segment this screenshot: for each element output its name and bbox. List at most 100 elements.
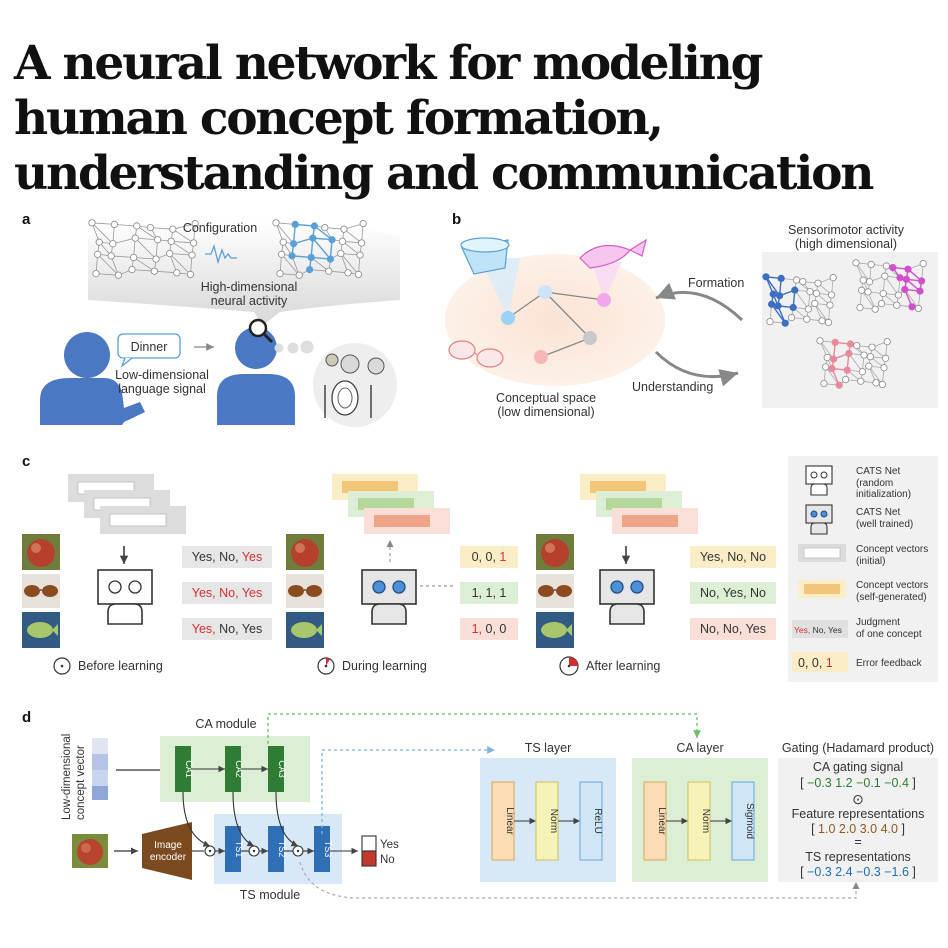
layer-block-label: Norm (700, 809, 711, 833)
panel-c-legend: CATS Net (random initialization) CATS Ne… (788, 456, 938, 682)
image-encoder-label-1: Image (154, 840, 182, 851)
concept-graph (480, 258, 622, 364)
judgment-box (182, 546, 272, 568)
ca-gating-values: [ −0.3 1.2 −0.1 −0.4 ] (800, 776, 916, 790)
speech-text: Dinner (131, 340, 168, 354)
legend-judgment-sample-2: No, Yes (813, 625, 842, 635)
panel-a-label: a (22, 211, 31, 228)
legend-cats-random-3: initialization) (856, 489, 911, 500)
glasses-icon (448, 340, 504, 368)
judgment-box (690, 546, 776, 568)
layer-block (579, 781, 603, 861)
brain-network-blue-icon (762, 273, 837, 327)
module-block-label: CA1 (184, 760, 194, 778)
ca-gating-label: CA gating signal (813, 760, 903, 774)
neural-network-blue-icon (272, 219, 367, 279)
legend-judgment-2: of one concept (856, 629, 922, 640)
output-yes: Yes (380, 839, 399, 851)
image-encoder-block (142, 822, 192, 880)
legend-vectors-initial-1: Concept vectors (856, 544, 928, 555)
neural-network-gray-icon (88, 219, 199, 279)
judgment-text: 1, 1, 1 (472, 586, 507, 600)
clock-before-icon (53, 657, 71, 675)
input-images-after (536, 534, 574, 648)
concept-vector-label-1: Low-dimensional (61, 734, 73, 820)
feature-repr-label: Feature representations (792, 807, 925, 821)
judgment-text: 0, 0, 1 (472, 550, 507, 564)
brain-network-pink-icon (816, 337, 891, 389)
sensorimotor-box (762, 252, 938, 408)
panel-a: a Configuration High-dimensional neural … (22, 211, 400, 427)
language-label-1: Low-dimensional (115, 368, 209, 382)
magnifier-icon (248, 318, 274, 344)
hadamard-symbol: ⊙ (852, 791, 864, 807)
ts-module-label: TS module (240, 888, 300, 902)
conceptual-space-label-1: Conceptual space (496, 391, 596, 405)
layer-block-label: Linear (656, 807, 667, 835)
formation-arrow (655, 282, 744, 322)
layer-block-label: Norm (548, 809, 559, 833)
layer-block-label: Linear (504, 807, 515, 835)
output-no: No (380, 854, 395, 866)
legend-error-sample-2: 1 (826, 656, 833, 670)
judgment-text: No, No, Yes (700, 622, 766, 636)
ca-module-label: CA module (195, 717, 256, 731)
module-block-label: TS2 (277, 841, 287, 858)
ts-repr-values: [ −0.3 2.4 −0.3 −1.6 ] (800, 865, 916, 879)
judgment-box (182, 618, 272, 640)
after-learning-caption: After learning (586, 659, 660, 673)
legend-cats-random-1: CATS Net (856, 466, 900, 477)
judgment-text: Yes, No, No (700, 550, 766, 564)
ts-layer-label: TS layer (525, 741, 572, 755)
output-yes-no (361, 835, 377, 867)
layer-blocks: Linear Norm ReLU Linear Norm Sigmoid (491, 781, 755, 861)
brain-network-magenta-icon (852, 259, 927, 313)
ts-repr-label: TS representations (805, 850, 911, 864)
judgment-text: No, Yes, No (700, 586, 766, 600)
language-label-2: language signal (118, 382, 206, 396)
legend-judgment-1: Judgment (856, 617, 900, 628)
concept-vectors-during (332, 474, 450, 534)
speech-bubble (117, 333, 181, 359)
concept-vector-bar (92, 738, 108, 800)
judgment-box (460, 546, 518, 568)
speaker-person-icon (40, 332, 145, 425)
legend-judgment-sample-1: Yes, (794, 625, 813, 635)
layer-block-label: Sigmoid (744, 803, 755, 839)
image-encoder-label-2: encoder (150, 852, 187, 863)
neural-activity-label-1: High-dimensional (201, 280, 298, 294)
conceptual-space-label-2: (low dimensional) (497, 405, 594, 419)
before-learning-caption: Before learning (78, 659, 163, 673)
fish-icon (579, 238, 647, 269)
panel-d: d Low-dimensional concept vector CA modu… (22, 709, 938, 902)
panel-b-label: b (452, 211, 461, 228)
formation-label: Formation (688, 276, 744, 290)
legend-vectors-initial-2: (initial) (856, 556, 885, 567)
cats-net-learning-icon (361, 569, 417, 625)
ca-to-ca-layer-link (267, 713, 701, 744)
legend-cats-trained-2: (well trained) (856, 519, 913, 530)
gating-title: Gating (Hadamard product) (782, 741, 934, 755)
clock-after-icon (559, 656, 579, 676)
module-block-label: TS1 (234, 841, 244, 858)
signal-wave-icon (205, 243, 237, 265)
legend-error-label: Error feedback (856, 658, 923, 669)
ca-layer-label: CA layer (676, 741, 723, 755)
module-block (175, 746, 191, 792)
judgment-box (690, 618, 776, 640)
during-learning-caption: During learning (342, 659, 427, 673)
module-connections (182, 765, 358, 857)
ts-to-ts-layer-link (321, 746, 495, 834)
judgment-box (182, 582, 272, 604)
panel-b: b Conceptual space (low dimensional (445, 211, 938, 419)
cats-net-random-icon (97, 569, 153, 625)
understanding-arrow (654, 350, 739, 387)
legend-cats-random-2: (random (856, 478, 893, 489)
concept-vectors-after (580, 474, 698, 534)
layer-block-label: ReLU (592, 808, 603, 834)
judgments-after: Yes, No, No No, Yes, No No, No, Yes (690, 546, 776, 640)
sensorimotor-label-2: (high dimensional) (795, 237, 897, 251)
